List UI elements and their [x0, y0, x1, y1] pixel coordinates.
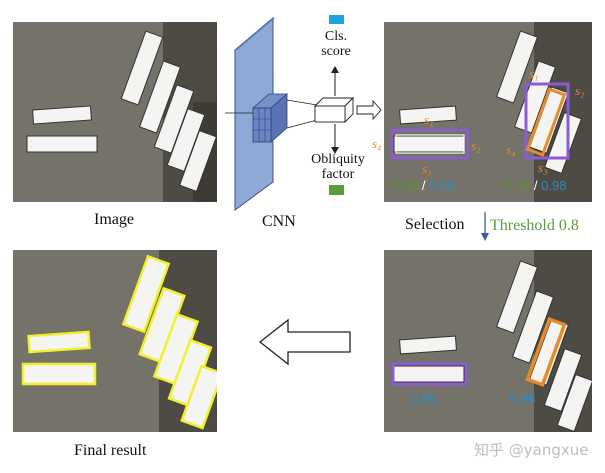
image-caption: Image — [94, 211, 134, 228]
arrow-left-icon — [258, 318, 351, 366]
bounding-detection-box — [524, 82, 570, 160]
watermark: 知乎 @yangxue — [474, 441, 589, 459]
arrow-down-icon — [331, 147, 339, 154]
cnn-diagram — [225, 16, 382, 211]
bus-group — [26, 30, 217, 192]
obliquity-factor-swatch — [329, 185, 344, 195]
side-label-s2: s₂ — [471, 138, 481, 153]
side-label-s1: s₁ — [424, 112, 434, 127]
arrow-right-icon — [356, 99, 382, 121]
threshold-label: Threshold 0.8 — [490, 217, 579, 234]
selected-right-score: 0.98 — [510, 391, 536, 406]
selected-left-score: 0.95 — [411, 391, 437, 406]
selection-label: Selection — [405, 216, 465, 233]
score-separator: / — [530, 178, 542, 193]
cls-score-label: Cls. score — [321, 29, 351, 59]
left-obliquity-score: 0.95 — [429, 178, 455, 193]
oriented-detection-box — [525, 87, 567, 157]
final-aerial-image — [13, 250, 217, 432]
left-detection-scores: 0.89 / 0.95 — [393, 178, 454, 193]
right-cls-score: 0.36 — [505, 178, 531, 193]
right-obliquity-score: 0.98 — [541, 178, 567, 193]
left-cls-score: 0.89 — [393, 178, 419, 193]
selection-arrow-icon — [481, 212, 489, 241]
side-label-s1-right: s₁ — [529, 66, 539, 81]
input-image-panel — [13, 22, 217, 202]
side-label-s3-right: s₃ — [538, 160, 548, 175]
right-detection-scores: 0.36 / 0.98 — [505, 178, 566, 193]
side-label-s4: s₄ — [372, 136, 382, 151]
horizontal-detection-box — [390, 128, 470, 160]
side-label-s4-right: s₄ — [506, 142, 516, 157]
selected-aerial-image — [384, 250, 592, 432]
side-label-s2-right: s₂ — [575, 83, 585, 98]
arrow-up-icon — [331, 66, 339, 73]
selected-horizontal-box — [391, 362, 468, 386]
selected-panel — [384, 250, 592, 432]
input-aerial-image — [13, 22, 217, 202]
detection-aerial-image — [384, 22, 592, 202]
feature-cube — [251, 93, 289, 143]
side-label-s3: s₃ — [422, 161, 432, 176]
obliquity-factor-label: Obliquity factor — [311, 152, 365, 182]
cls-score-swatch — [329, 15, 344, 24]
score-separator: / — [418, 178, 430, 193]
final-result-panel — [13, 250, 217, 432]
detection-panel — [384, 22, 592, 202]
final-result-caption: Final result — [74, 442, 147, 459]
output-cube — [313, 96, 355, 124]
cnn-caption: CNN — [262, 213, 296, 230]
selected-oriented-box — [525, 316, 567, 388]
